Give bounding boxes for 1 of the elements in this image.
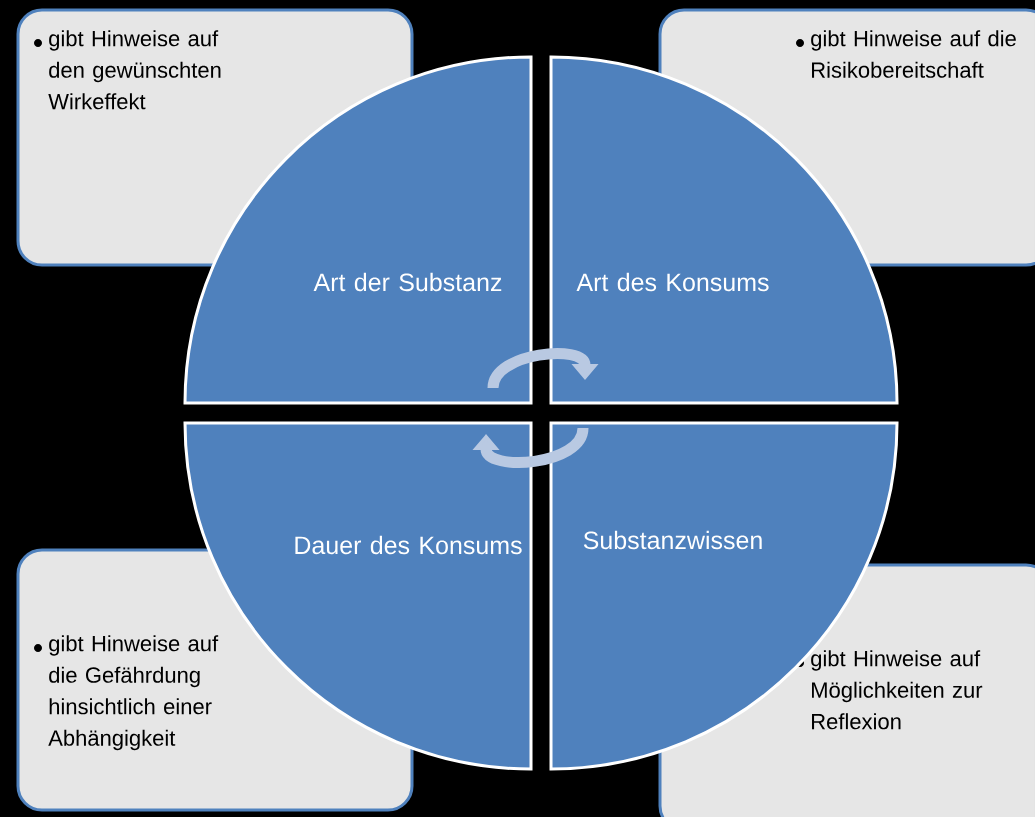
circular-arrow [487, 348, 599, 390]
